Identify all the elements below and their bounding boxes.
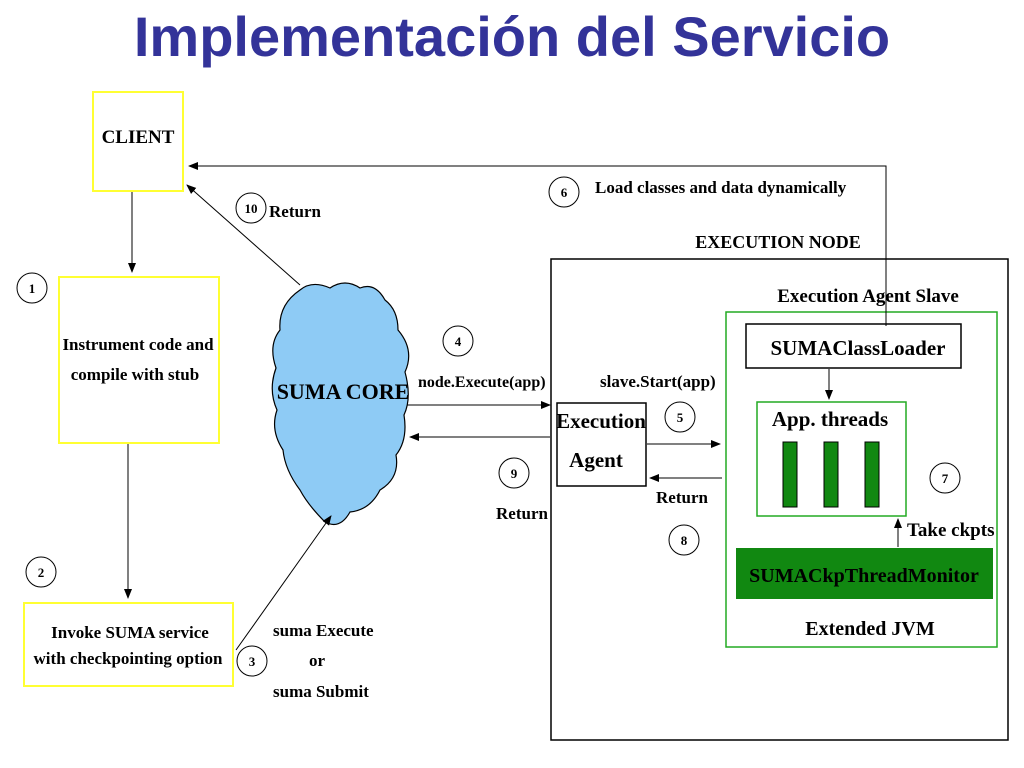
load-classes-label: Load classes and data dynamically <box>595 178 847 197</box>
take-ckpts-label: Take ckpts <box>907 520 994 541</box>
client-label: CLIENT <box>102 127 175 148</box>
suma-core-label: SUMA CORE <box>277 379 410 404</box>
or-label: or <box>309 651 326 670</box>
step-circle-2: 2 <box>25 556 57 588</box>
execution-node-label: EXECUTION NODE <box>695 232 861 252</box>
instrument-code-box: Instrument code and compile with stub <box>58 276 220 444</box>
step-circle-4: 4 <box>442 325 474 357</box>
arrow-invoke-to-core <box>235 515 332 651</box>
thread-bar-1 <box>782 441 798 508</box>
execution-agent-slave-label: Execution Agent Slave <box>777 286 959 307</box>
step-circle-5: 5 <box>664 401 696 433</box>
app-threads-box: App. threads <box>756 401 907 517</box>
execution-node-box: EXECUTION NODE <box>550 232 1009 741</box>
return-10-label: Return <box>269 202 321 221</box>
svg-text:9: 9 <box>511 466 518 481</box>
step-circle-1: 1 <box>16 272 48 304</box>
thread-monitor-box: SUMACkpThreadMonitor <box>736 548 993 599</box>
execution-agent-label-line1: Execution <box>556 409 646 433</box>
slave-start-label: slave.Start(app) <box>600 372 716 391</box>
node-execute-label: node.Execute(app) <box>418 374 546 391</box>
suma-execute-label: suma Execute <box>273 621 374 640</box>
thread-bar-2 <box>823 441 839 508</box>
svg-text:5: 5 <box>677 410 684 425</box>
step-circle-9: 9 <box>498 457 530 489</box>
class-loader-label: SUMAClassLoader <box>770 336 945 360</box>
app-threads-label: App. threads <box>772 407 888 431</box>
invoke-suma-box: Invoke SUMA service with checkpointing o… <box>23 602 234 687</box>
instrument-label-line1: Instrument code and <box>62 335 214 354</box>
step-circle-8: 8 <box>668 524 700 556</box>
arrow-load-classes <box>188 162 887 326</box>
svg-text:8: 8 <box>681 533 688 548</box>
instrument-label-line2: compile with stub <box>71 365 199 384</box>
arrow-core-return-to-client <box>186 184 301 286</box>
execution-agent-slave-box: Execution Agent Slave <box>725 286 998 648</box>
svg-text:3: 3 <box>249 654 256 669</box>
execution-agent-label-line2: Agent <box>569 448 623 472</box>
step-circle-7: 7 <box>929 462 961 494</box>
step-circle-6: 6 <box>548 176 580 208</box>
thread-bar-3 <box>864 441 880 508</box>
return-8-label: Return <box>656 488 708 507</box>
svg-text:6: 6 <box>561 185 568 200</box>
suma-submit-label: suma Submit <box>273 682 369 701</box>
return-9-label: Return <box>496 504 548 523</box>
svg-text:1: 1 <box>29 281 36 296</box>
step-circle-3: 3 <box>236 645 268 677</box>
thread-monitor-label: SUMACkpThreadMonitor <box>749 565 979 587</box>
client-box: CLIENT <box>92 91 184 192</box>
class-loader-box: SUMAClassLoader <box>745 323 962 369</box>
slide-title: Implementación del Servicio <box>133 5 891 68</box>
svg-text:2: 2 <box>38 565 45 580</box>
svg-text:10: 10 <box>245 201 258 216</box>
extended-jvm-label: Extended JVM <box>805 618 935 640</box>
suma-core-cloud: SUMA CORE <box>271 282 410 525</box>
step-circle-10: 10 <box>235 192 267 224</box>
invoke-label-line1: Invoke SUMA service <box>51 623 209 642</box>
svg-text:7: 7 <box>942 471 949 486</box>
execution-agent-box: Execution Agent <box>556 402 647 487</box>
invoke-label-line2: with checkpointing option <box>34 649 223 668</box>
svg-text:4: 4 <box>455 334 462 349</box>
